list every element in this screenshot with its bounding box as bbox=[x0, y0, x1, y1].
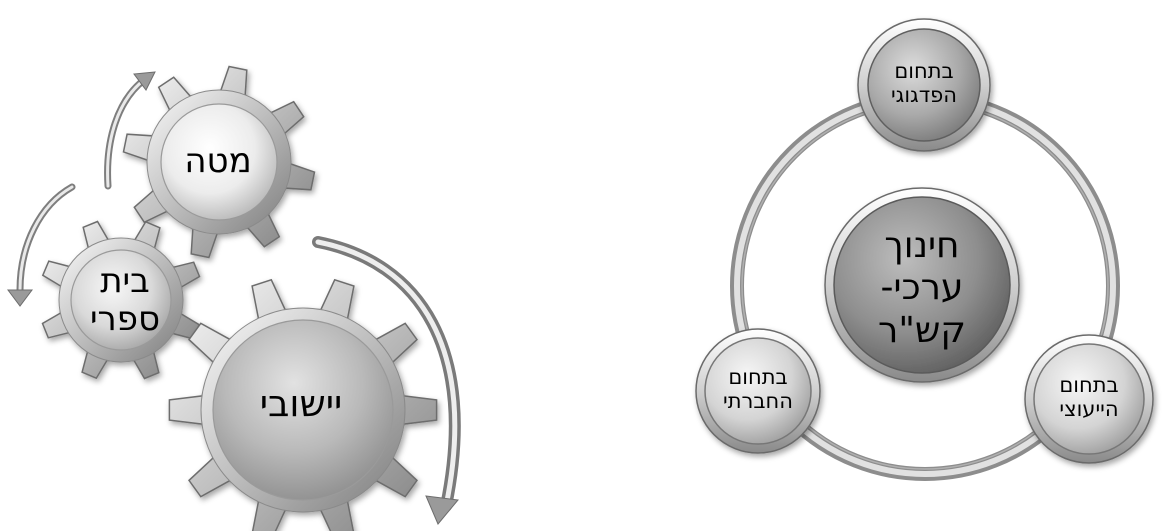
node-label-social: בתחום החברתי bbox=[698, 366, 818, 413]
gear-label-yishuvi: יישובי bbox=[226, 383, 376, 424]
center-label: חינוך ערכי- קש"ר bbox=[852, 225, 992, 352]
gear-label-mateh: מטה bbox=[168, 142, 268, 180]
node-label-advisory: בתחום הייעוצי bbox=[1029, 374, 1149, 421]
gear-label-beit-sifri: בית ספרי bbox=[60, 262, 190, 338]
node-label-pedagogic: בתחום הפדגוגי bbox=[864, 60, 984, 107]
